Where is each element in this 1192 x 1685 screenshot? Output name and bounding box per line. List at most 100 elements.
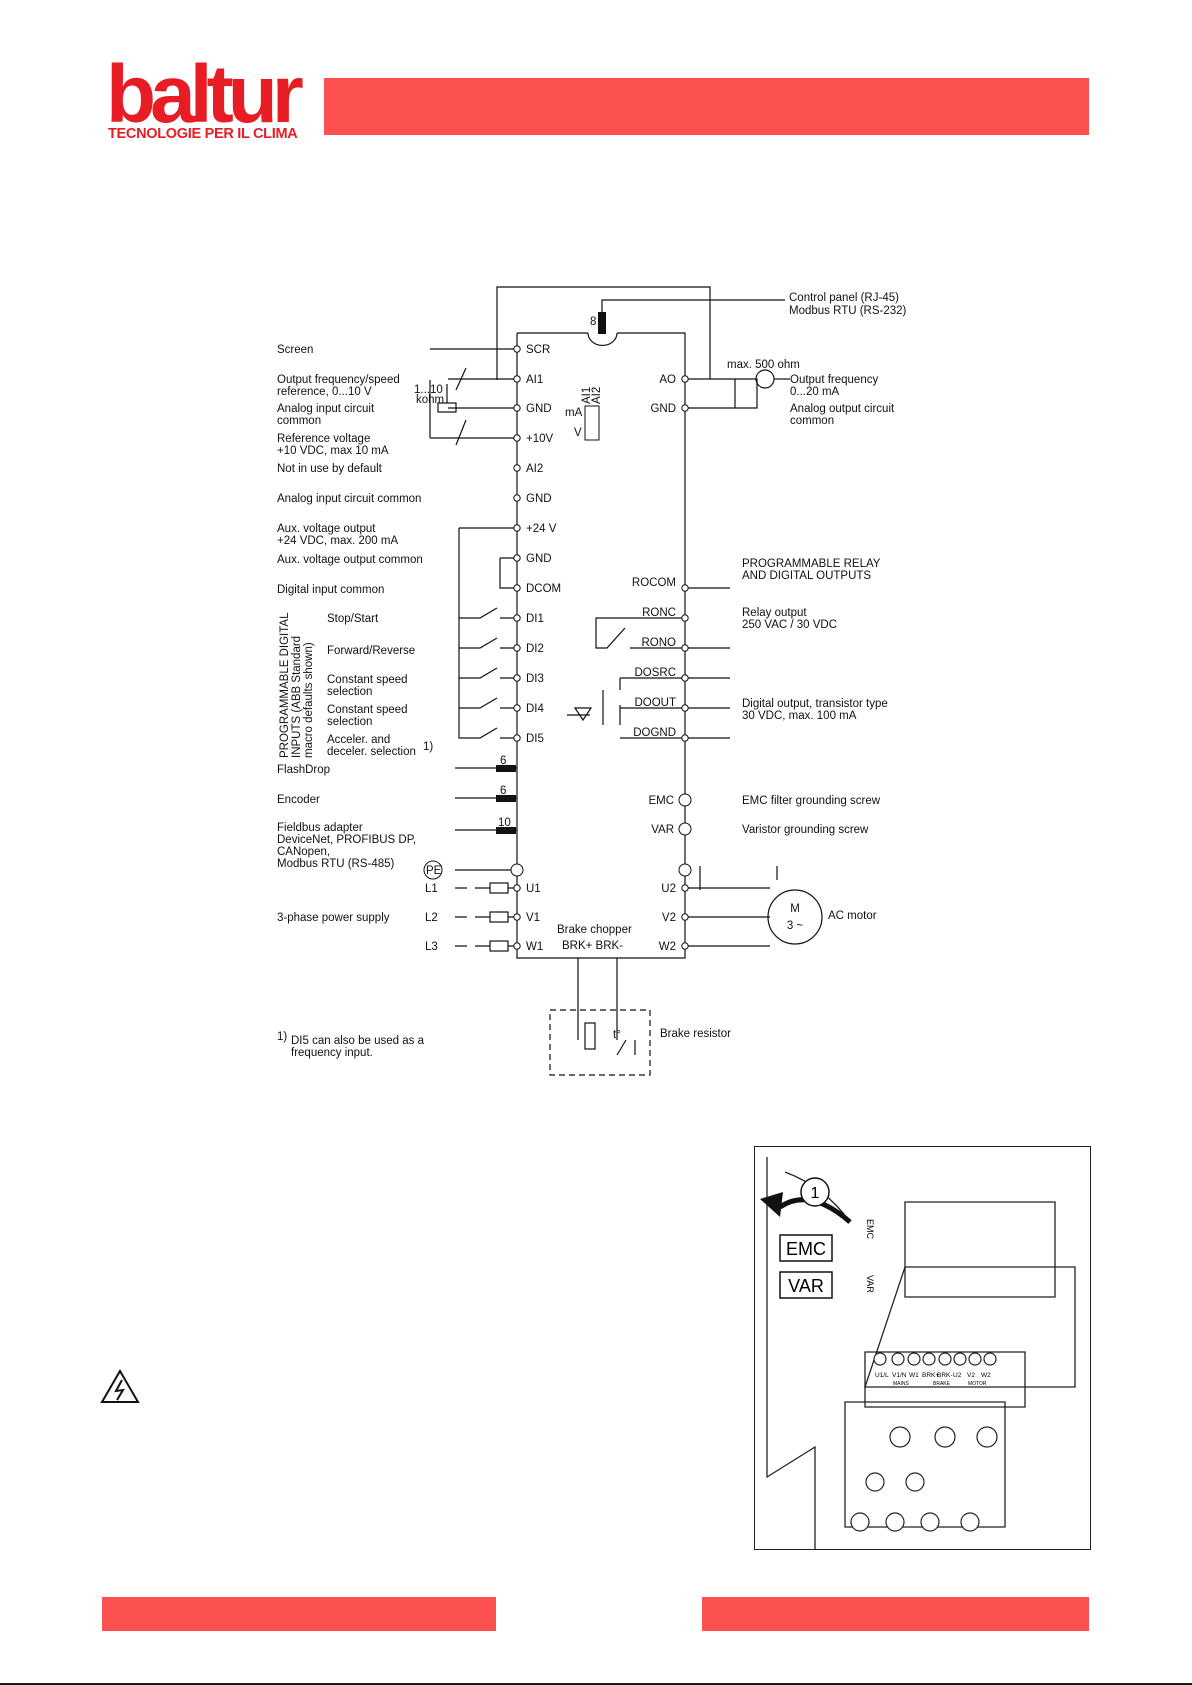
svg-text:30 VDC, max. 100 mA: 30 VDC, max. 100 mA xyxy=(742,710,857,722)
svg-text:W1: W1 xyxy=(909,1372,919,1379)
svg-text:common: common xyxy=(790,415,834,427)
brake-resistor xyxy=(584,1022,596,1050)
left-descriptions: Screen Output frequency/speed reference,… xyxy=(277,344,511,953)
svg-text:6: 6 xyxy=(500,755,506,767)
svg-text:L1: L1 xyxy=(425,883,438,895)
svg-text:RONO: RONO xyxy=(642,637,677,649)
drive-outline xyxy=(516,332,686,959)
svg-text:0...20 mA: 0...20 mA xyxy=(790,386,840,398)
svg-text:Analog input circuit: Analog input circuit xyxy=(277,403,375,415)
svg-text:V: V xyxy=(574,427,582,439)
svg-text:EMC: EMC xyxy=(648,795,674,807)
wiring-diagram: Control panel (RJ-45) Modbus RTU (RS-232… xyxy=(277,286,907,1076)
diagram-top-note: Control panel (RJ-45) Modbus RTU (RS-232… xyxy=(590,292,907,328)
svg-text:DCOM: DCOM xyxy=(526,583,561,595)
shield-twist xyxy=(455,367,467,446)
svg-text:INPUTS (ABB Standard: INPUTS (ABB Standard xyxy=(291,636,303,758)
svg-text:Output frequency: Output frequency xyxy=(790,374,878,386)
svg-text:+24 VDC, max. 200 mA: +24 VDC, max. 200 mA xyxy=(277,535,398,547)
svg-text:Constant speed: Constant speed xyxy=(327,704,408,716)
svg-text:AI2: AI2 xyxy=(526,463,543,475)
svg-text:EMC: EMC xyxy=(786,1239,826,1259)
drive-photo: 1 EMC VAR EMC VAR U1/L V1/N W1 BRK+ BRK-… xyxy=(754,1146,1091,1550)
svg-text:1): 1) xyxy=(277,1031,287,1043)
svg-text:MAINS: MAINS xyxy=(893,1381,910,1387)
transistor xyxy=(602,678,621,725)
svg-text:BRAKE: BRAKE xyxy=(933,1381,951,1387)
svg-text:+10V: +10V xyxy=(526,433,554,445)
svg-text:PROGRAMMABLE DIGITAL: PROGRAMMABLE DIGITAL xyxy=(279,612,291,758)
svg-text:3 ~: 3 ~ xyxy=(787,920,804,932)
aux-wire xyxy=(458,527,517,739)
power-input-wires xyxy=(455,882,517,952)
svg-text:AND DIGITAL OUTPUTS: AND DIGITAL OUTPUTS xyxy=(742,570,871,582)
ac-motor-symbol xyxy=(767,889,823,945)
svg-text:DOSRC: DOSRC xyxy=(634,667,676,679)
ammeter xyxy=(755,369,775,389)
svg-text:V1: V1 xyxy=(526,912,540,924)
footnote: 1) DI5 can also be used as a frequency i… xyxy=(277,1031,425,1059)
ao-loop xyxy=(685,378,758,409)
panel-port-notch xyxy=(587,332,618,346)
svg-text:Digital input common: Digital input common xyxy=(277,584,384,596)
svg-text:8: 8 xyxy=(590,316,596,328)
svg-text:U1: U1 xyxy=(526,883,541,895)
connector-blocks xyxy=(496,312,606,834)
svg-text:macro defaults shown): macro defaults shown) xyxy=(303,642,315,758)
svg-text:EMC filter grounding screw: EMC filter grounding screw xyxy=(742,795,881,807)
motor-ground xyxy=(699,866,778,890)
svg-text:V1/N: V1/N xyxy=(892,1372,907,1379)
step-marker xyxy=(800,1177,830,1207)
footer-bar-right xyxy=(702,1597,1089,1631)
svg-text:DI2: DI2 xyxy=(526,643,544,655)
svg-text:DI5 can also be used as a: DI5 can also be used as a xyxy=(291,1035,425,1047)
left-terminal-labels: SCR AI1 GND +10V AI2 GND +24 V GND DCOM … xyxy=(526,344,561,953)
svg-text:1...10: 1...10 xyxy=(414,384,443,396)
svg-text:RONC: RONC xyxy=(642,607,676,619)
screen-wire xyxy=(496,286,711,379)
di-group-label: PROGRAMMABLE DIGITAL INPUTS (ABB Standar… xyxy=(279,612,315,758)
page-bottom-rule xyxy=(0,1683,1192,1685)
brake-labels: Brake chopper BRK+ BRK- Brake resistor t… xyxy=(557,924,731,1041)
svg-text:DI3: DI3 xyxy=(526,673,544,685)
svg-text:AI2: AI2 xyxy=(591,387,603,404)
motor-wires xyxy=(685,887,770,947)
svg-text:Screen: Screen xyxy=(277,344,313,356)
brake-wires xyxy=(577,958,618,1040)
svg-text:+10 VDC, max 10 mA: +10 VDC, max 10 mA xyxy=(277,445,389,457)
svg-text:AI1: AI1 xyxy=(526,374,543,386)
svg-text:1: 1 xyxy=(811,1185,820,1202)
arrow-head-icon xyxy=(760,1192,783,1217)
brand-logo: baltur TECNOLOGIE PER IL CLIMA xyxy=(106,54,306,144)
svg-text:M: M xyxy=(790,903,800,915)
svg-text:Fieldbus adapter: Fieldbus adapter xyxy=(277,822,363,834)
panel-lead xyxy=(601,299,785,333)
header-bar xyxy=(324,78,1089,135)
svg-text:DeviceNet, PROFIBUS DP,: DeviceNet, PROFIBUS DP, xyxy=(277,834,416,846)
svg-text:VAR: VAR xyxy=(651,824,674,836)
svg-text:Reference voltage: Reference voltage xyxy=(277,433,370,445)
svg-text:AO: AO xyxy=(659,374,676,386)
logo-wordmark: baltur xyxy=(106,49,304,140)
svg-text:Relay output: Relay output xyxy=(742,607,807,619)
svg-text:DI1: DI1 xyxy=(526,613,544,625)
svg-text:GND: GND xyxy=(650,403,676,415)
svg-text:Aux. voltage output: Aux. voltage output xyxy=(277,523,376,535)
svg-text:Stop/Start: Stop/Start xyxy=(327,613,379,625)
svg-text:frequency input.: frequency input. xyxy=(291,1047,373,1059)
svg-text:GND: GND xyxy=(526,553,552,565)
svg-text:Varistor grounding screw: Varistor grounding screw xyxy=(742,824,869,836)
svg-text:max. 500 ohm: max. 500 ohm xyxy=(727,359,800,371)
svg-text:Brake chopper: Brake chopper xyxy=(557,924,632,936)
svg-text:250 VAC / 30 VDC: 250 VAC / 30 VDC xyxy=(742,619,837,631)
svg-text:GND: GND xyxy=(526,493,552,505)
svg-text:selection: selection xyxy=(327,716,372,728)
svg-text:Digital output, transistor typ: Digital output, transistor type xyxy=(742,698,888,710)
svg-text:AI1: AI1 xyxy=(581,387,593,404)
svg-text:AC motor: AC motor xyxy=(828,910,877,922)
svg-text:DOOUT: DOOUT xyxy=(634,697,676,709)
svg-text:PROGRAMMABLE RELAY: PROGRAMMABLE RELAY xyxy=(742,558,881,570)
svg-text:Forward/Reverse: Forward/Reverse xyxy=(327,645,415,657)
svg-text:BRK+ BRK-: BRK+ BRK- xyxy=(562,940,623,952)
svg-text:Brake resistor: Brake resistor xyxy=(660,1028,731,1040)
